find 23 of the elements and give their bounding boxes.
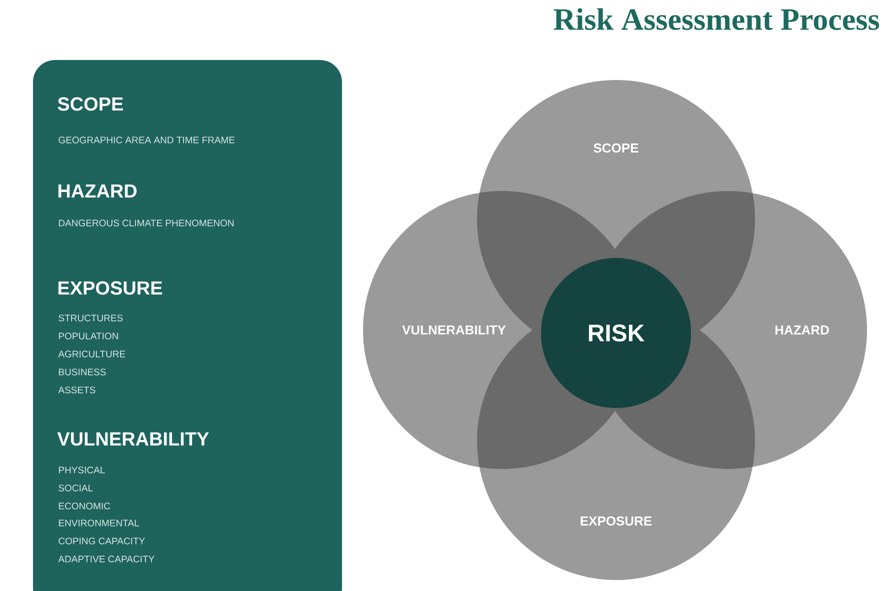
section-heading: SCOPE: [58, 97, 123, 111]
item-text: ASSETS: [58, 386, 96, 394]
item-text: DANGEROUS CLIMATE PHENOMENON: [58, 220, 234, 226]
section-heading: HAZARD: [58, 184, 137, 198]
section-heading: VULNERABILITY: [57, 432, 209, 446]
item-text: COPING CAPACITY: [58, 538, 145, 544]
text-panel: [33, 60, 342, 591]
item-text: BUSINESS: [58, 368, 106, 376]
item-text: AGRICULTURE: [58, 350, 126, 358]
item-text: GEOGRAPHIC AREA AND TIME FRAME: [58, 136, 235, 144]
item-text: ENVIRONMENTAL: [58, 520, 139, 526]
item-text: POPULATION: [58, 332, 118, 340]
title: Risk Assessment Process: [554, 8, 880, 30]
item-text: SOCIAL: [58, 484, 93, 492]
item-text: PHYSICAL: [58, 466, 105, 474]
item-text: ADAPTIVE CAPACITY: [58, 556, 154, 562]
item-text: ECONOMIC: [58, 502, 110, 510]
circle-label: HAZARD: [775, 326, 829, 334]
circle-label: VULNERABILITY: [402, 325, 506, 335]
circle-label: EXPOSURE: [580, 516, 652, 526]
circle-label: SCOPE: [594, 143, 638, 153]
item-text: STRUCTURES: [58, 314, 123, 322]
section-heading: EXPOSURE: [58, 281, 162, 295]
